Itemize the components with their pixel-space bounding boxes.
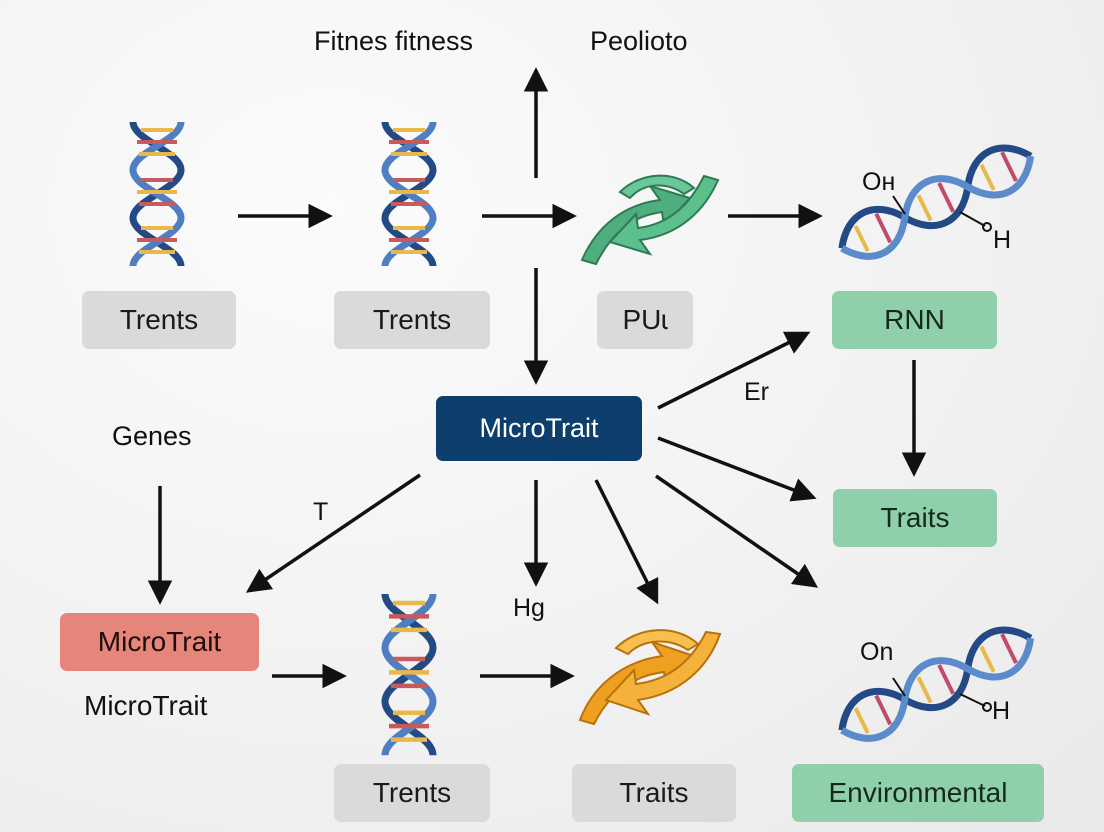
microtrait-left-box: MicroTrait bbox=[60, 613, 259, 671]
oh-label-lower: On bbox=[860, 638, 894, 666]
top-label-peolioto: Peolioto bbox=[590, 26, 688, 56]
top-label-fitness: Fitnes fitness bbox=[314, 26, 474, 56]
connector-arrows bbox=[147, 67, 927, 689]
dna-molecule-icon bbox=[832, 136, 1040, 269]
traits-right-box: Traits bbox=[833, 489, 997, 547]
rnn-box: RNN bbox=[832, 291, 997, 349]
edge-label-er: Er bbox=[744, 378, 769, 406]
h-label-upper: H bbox=[993, 226, 1012, 254]
dna-helix-icon bbox=[385, 122, 433, 266]
dna-helix-icon bbox=[385, 594, 433, 755]
trents-box-2: Trents bbox=[334, 291, 490, 349]
oh-label-upper: Oн bbox=[862, 168, 896, 196]
environmental-box: Environmental bbox=[792, 764, 1044, 822]
traits-bottom-box: Traits bbox=[572, 764, 736, 822]
recycle-arrows-icon bbox=[580, 174, 720, 266]
trents-box-1: Trents bbox=[82, 291, 236, 349]
pu-box: PUɩ bbox=[597, 291, 693, 349]
edge-label-t: T bbox=[313, 498, 329, 526]
h-label-lower: H bbox=[992, 697, 1011, 725]
recycle-arrows-icon bbox=[578, 629, 722, 726]
microtrait-center-box: MicroTrait bbox=[436, 396, 642, 461]
genes-label: Genes bbox=[112, 421, 192, 451]
dna-helix-icon bbox=[133, 122, 181, 266]
trents-box-3: Trents bbox=[334, 764, 490, 822]
dna-molecule-icon bbox=[832, 618, 1040, 751]
microtrait-left-caption: MicroTrait bbox=[84, 690, 208, 721]
edge-label-hg: Hg bbox=[513, 594, 545, 622]
